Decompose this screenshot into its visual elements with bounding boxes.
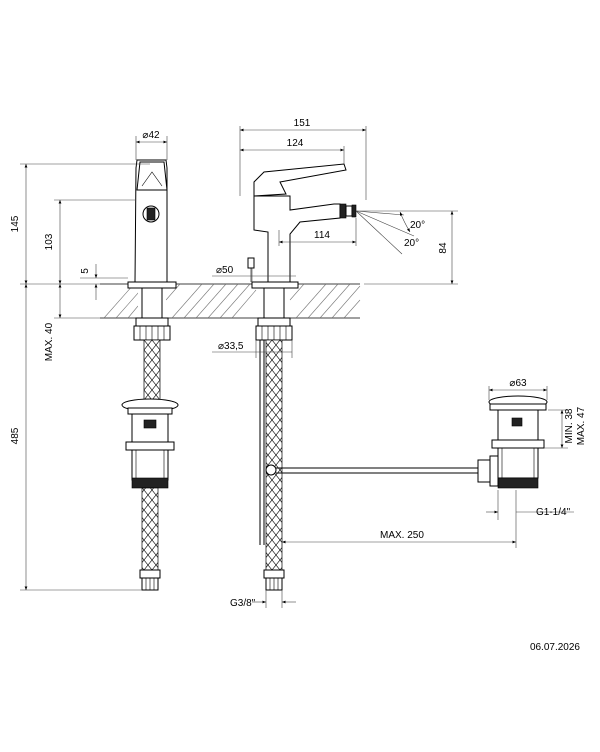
front-dimensions xyxy=(20,136,168,591)
label-d50: ⌀50 xyxy=(216,265,234,276)
label-g114: G1-1/4" xyxy=(536,507,571,518)
label-d63: ⌀63 xyxy=(509,378,527,389)
label-max250: MAX. 250 xyxy=(380,530,424,541)
label-124: 124 xyxy=(287,138,304,149)
waste-dimensions xyxy=(486,386,574,520)
label-g38: G3/8" xyxy=(230,598,256,609)
front-view xyxy=(121,159,179,591)
countertop xyxy=(100,283,361,319)
label-max40: MAX. 40 xyxy=(44,322,55,361)
label-max47: MAX. 47 xyxy=(576,406,587,445)
label-114: 114 xyxy=(314,230,330,241)
label-485: 485 xyxy=(10,427,21,444)
waste-view xyxy=(477,395,548,489)
label-angle-1: 20° xyxy=(410,220,425,231)
label-5: 5 xyxy=(80,268,91,274)
label-d42: ⌀42 xyxy=(142,130,160,141)
label-151: 151 xyxy=(294,118,311,129)
label-min38: MIN. 38 xyxy=(564,408,575,443)
label-angle-2: 20° xyxy=(404,238,419,249)
drawing-date: 06.07.2026 xyxy=(530,642,580,653)
label-84: 84 xyxy=(438,242,449,254)
side-view xyxy=(247,163,478,591)
label-103: 103 xyxy=(44,233,55,250)
side-dimensions xyxy=(212,126,517,608)
label-145: 145 xyxy=(10,215,21,232)
label-d335: ⌀33,5 xyxy=(218,341,244,352)
